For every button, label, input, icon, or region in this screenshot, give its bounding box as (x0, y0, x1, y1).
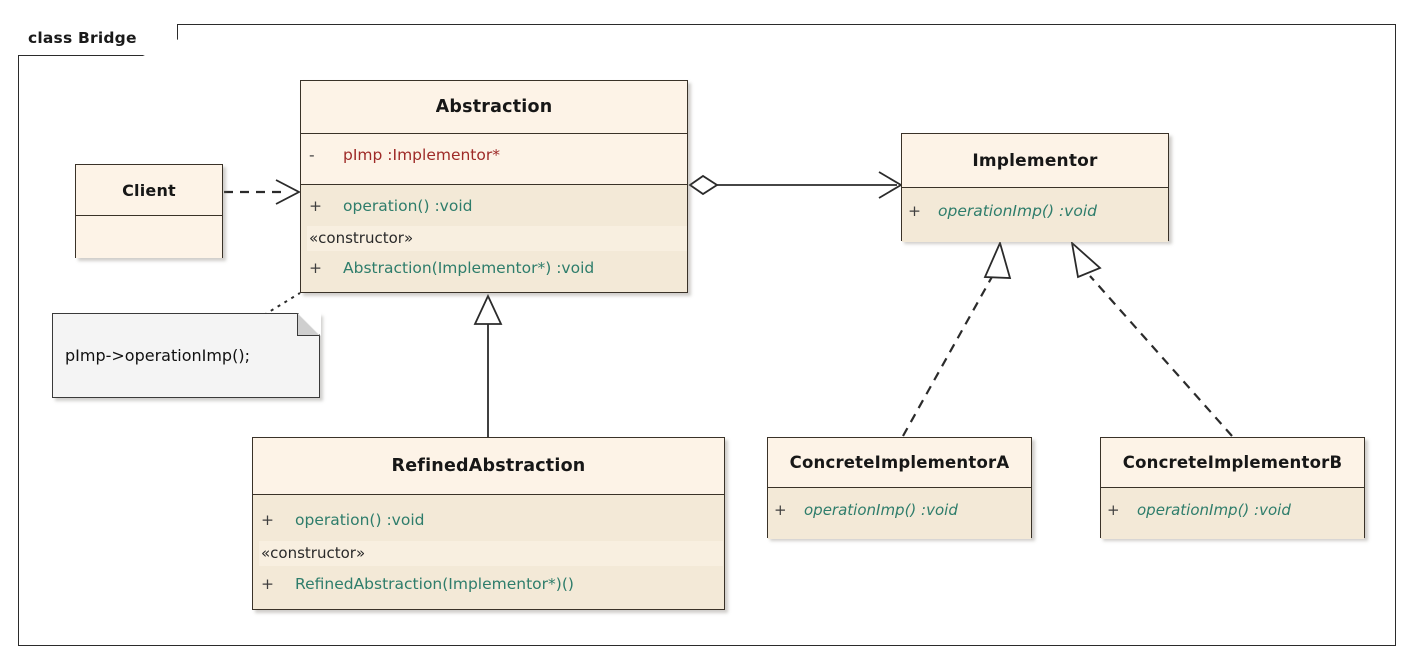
class-box-concreteimplementorb[interactable]: ConcreteImplementorB + operationImp() :v… (1100, 437, 1365, 539)
class-operations-compartment: + operation() :void «constructor» + Refi… (253, 494, 724, 609)
class-attribute-row: - pImp :Implementor* (309, 146, 500, 164)
visibility-marker: - (309, 146, 315, 164)
attribute-signature: pImp :Implementor* (343, 146, 500, 164)
visibility-marker: + (1107, 501, 1120, 519)
visibility-marker: + (261, 575, 274, 593)
constructor-signature: Abstraction(Implementor*) :void (343, 259, 595, 277)
class-operations-compartment: + operationImp() :void (902, 187, 1168, 242)
class-operation-row: + operation() :void (309, 197, 472, 215)
class-operations-compartment: + operationImp() :void (768, 487, 1031, 539)
visibility-marker: + (261, 511, 274, 529)
constructor-signature: RefinedAbstraction(Implementor*)() (295, 575, 574, 593)
class-operations-compartment: + operationImp() :void (1101, 487, 1364, 539)
stereotype-constructor: «constructor» (307, 226, 687, 251)
class-name-client: Client (122, 180, 176, 200)
visibility-marker: + (309, 197, 322, 215)
diagram-frame (18, 24, 1396, 646)
class-operations-compartment: + operation() :void «constructor» + Abst… (301, 184, 687, 292)
operation-signature: operationImp() :void (804, 501, 958, 519)
class-name-concreteimplementorb: ConcreteImplementorB (1122, 453, 1343, 472)
class-box-refinedabstraction[interactable]: RefinedAbstraction + operation() :void «… (252, 437, 725, 610)
note-box[interactable]: pImp->operationImp(); (52, 312, 321, 398)
class-operation-row: + operation() :void (261, 511, 424, 529)
operation-signature: operation() :void (343, 197, 473, 215)
class-box-concreteimplementora[interactable]: ConcreteImplementorA + operationImp() :v… (767, 437, 1032, 539)
visibility-marker: + (908, 202, 921, 220)
note-text: pImp->operationImp(); (65, 346, 250, 365)
visibility-marker: + (309, 259, 322, 277)
class-title-compartment: Implementor (902, 134, 1168, 187)
class-operation-row: + operationImp() :void (908, 202, 1097, 220)
visibility-marker: + (774, 501, 787, 519)
class-box-client[interactable]: Client (75, 164, 223, 258)
class-box-abstraction[interactable]: Abstraction - pImp :Implementor* + opera… (300, 80, 688, 293)
class-title-compartment: ConcreteImplementorA (768, 438, 1031, 487)
class-operation-row: + operationImp() :void (1107, 501, 1291, 519)
class-operation-row: + operationImp() :void (774, 501, 958, 519)
operation-signature: operationImp() :void (1137, 501, 1291, 519)
class-box-implementor[interactable]: Implementor + operationImp() :void (901, 133, 1169, 242)
operation-signature: operationImp() :void (938, 202, 1097, 220)
class-name-refinedabstraction: RefinedAbstraction (391, 456, 586, 476)
class-title-compartment: RefinedAbstraction (253, 438, 724, 494)
class-empty-compartment (76, 215, 222, 258)
stereotype-constructor: «constructor» (259, 541, 723, 566)
class-constructor-row: + Abstraction(Implementor*) :void (309, 259, 594, 277)
class-title-compartment: ConcreteImplementorB (1101, 438, 1364, 487)
class-name-concreteimplementora: ConcreteImplementorA (789, 453, 1010, 472)
class-name-abstraction: Abstraction (435, 97, 553, 117)
class-name-implementor: Implementor (972, 150, 1098, 171)
class-title-compartment: Abstraction (301, 81, 687, 133)
class-title-compartment: Client (76, 165, 222, 215)
operation-signature: operation() :void (295, 511, 425, 529)
class-attributes-compartment: - pImp :Implementor* (301, 133, 687, 184)
diagram-frame-label: class Bridge (28, 29, 137, 47)
class-constructor-row: + RefinedAbstraction(Implementor*)() (261, 575, 574, 593)
